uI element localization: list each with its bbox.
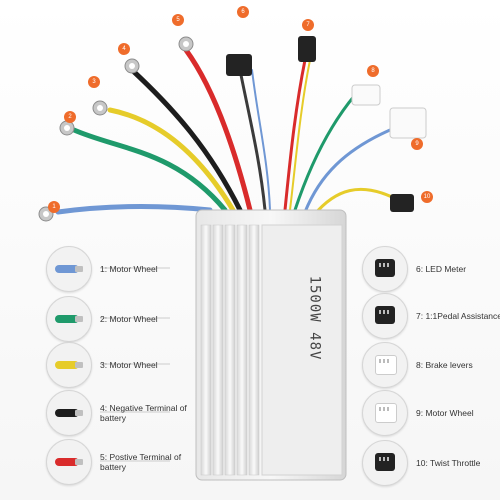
wire-2-green (71, 127, 228, 213)
legend-item-1: 1: Motor Wheel (46, 246, 195, 292)
wire-end-icon (46, 296, 92, 342)
legend-item-8: 8: Brake levers (362, 342, 500, 388)
legend-label-1: 1: Motor Wheel (100, 264, 158, 274)
legend-item-10: 10: Twist Throttle (362, 440, 500, 486)
controller-marking: 1500W 48V (306, 275, 323, 361)
wire-1-blue (55, 203, 213, 215)
legend-item-5: 5: Postive Terminal of battery (46, 439, 195, 485)
connectors (226, 36, 427, 212)
wire-6-group (238, 68, 267, 212)
callout-9: 9 (411, 138, 423, 150)
ring-terminals (38, 36, 194, 222)
callout-5: 5 (172, 14, 184, 26)
legend-item-4: 4: Negative Terminal of battery (46, 390, 195, 436)
legend-label-3: 3: Motor Wheel (100, 360, 158, 370)
wire-end-icon (46, 439, 92, 485)
connector-icon (362, 440, 408, 486)
legend-label-7: 7: 1:1Pedal Assistance (416, 311, 500, 321)
callout-3: 3 (88, 76, 100, 88)
wire-3-yellow (107, 107, 236, 213)
legend-label-6: 6: LED Meter (416, 264, 467, 274)
connector-8 (351, 84, 381, 106)
connector-6 (226, 54, 252, 76)
legend-label-10: 10: Twist Throttle (416, 458, 481, 468)
connector-icon (362, 293, 408, 339)
connector-9 (389, 107, 427, 139)
wire-8-group (293, 93, 357, 212)
callout-6: 6 (237, 6, 249, 18)
legend-item-9: 9: Motor Wheel (362, 390, 500, 436)
legend-label-2: 2: Motor Wheel (100, 314, 158, 324)
wire-end-icon (46, 342, 92, 388)
wire-10-group (312, 187, 400, 217)
connector-icon (362, 342, 408, 388)
callout-2: 2 (64, 111, 76, 123)
legend-label-8: 8: Brake levers (416, 360, 473, 370)
legend-item-7: 7: 1:1Pedal Assistance (362, 293, 500, 339)
wire-5-red (183, 47, 253, 213)
connector-10 (390, 194, 414, 212)
wire-bundle (55, 47, 400, 217)
callout-1: 1 (48, 201, 60, 213)
legend-item-6: 6: LED Meter (362, 246, 500, 292)
legend-label-5: 5: Postive Terminal of battery (100, 452, 182, 472)
wire-end-icon (46, 390, 92, 436)
wire-end-icon (46, 246, 92, 292)
callout-8: 8 (367, 65, 379, 77)
legend-label-9: 9: Motor Wheel (416, 408, 474, 418)
wire-9-group (303, 128, 392, 214)
wire-4-black (129, 67, 243, 213)
connector-icon (362, 390, 408, 436)
wire-7-group (283, 58, 307, 212)
callout-10: 10 (421, 191, 433, 203)
controller-box (195, 209, 347, 481)
connector-icon (362, 246, 408, 292)
callout-7: 7 (302, 19, 314, 31)
legend-item-3: 3: Motor Wheel (46, 342, 195, 388)
legend-label-4: 4: Negative Terminal of battery (100, 403, 187, 423)
legend-item-2: 2: Motor Wheel (46, 296, 195, 342)
callout-4: 4 (118, 43, 130, 55)
connector-7 (298, 36, 316, 62)
